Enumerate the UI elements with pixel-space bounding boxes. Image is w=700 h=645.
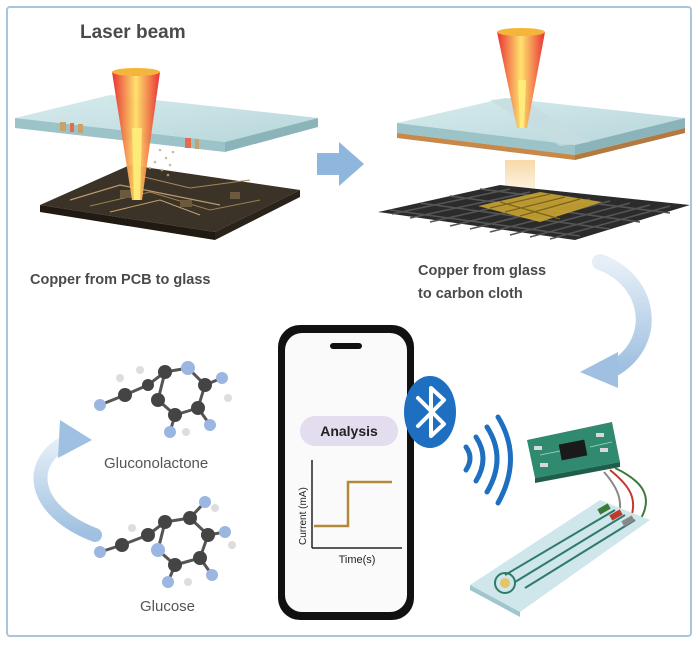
analysis-pill-label: Analysis [320,423,378,439]
wireless-signal-icon [463,414,513,506]
curved-flow-arrow-up [33,420,102,542]
carbon-cloth [378,185,690,240]
electrode-strip [470,500,650,617]
gluconolactone-molecule [94,361,232,438]
flow-arrow-right [317,142,364,186]
copper-glass-to-cloth-label-2: to carbon cloth [418,286,523,302]
copper-glass-to-cloth-label-1: Copper from glass [418,263,546,279]
bluetooth-icon [404,376,456,448]
glass-slide-2 [397,97,685,160]
copper-pcb-to-glass-label: Copper from PCB to glass [30,272,210,288]
plot-y-label: Current (mA) [298,487,309,545]
glucose-molecule [94,496,236,588]
pcb-board [40,165,300,240]
figure-frame [6,6,692,637]
laser-cone-2 [497,28,545,128]
laser-cone-1 [112,68,175,200]
analysis-pill[interactable]: Analysis [300,416,398,446]
phone-speaker [330,343,362,349]
laser-beam-label: Laser beam [80,22,186,43]
plot-x-label: Time(s) [339,554,376,566]
curved-flow-arrow-down [580,254,652,388]
glass-slide-1 [15,95,318,152]
smartphone [278,325,414,620]
gluconolactone-label: Gluconolactone [104,455,208,472]
plot-signal-curve [314,480,392,528]
current-time-plot: Current (mA) Time(s) [298,460,402,566]
microcontroller-board [527,422,620,483]
glucose-label: Glucose [140,598,195,615]
